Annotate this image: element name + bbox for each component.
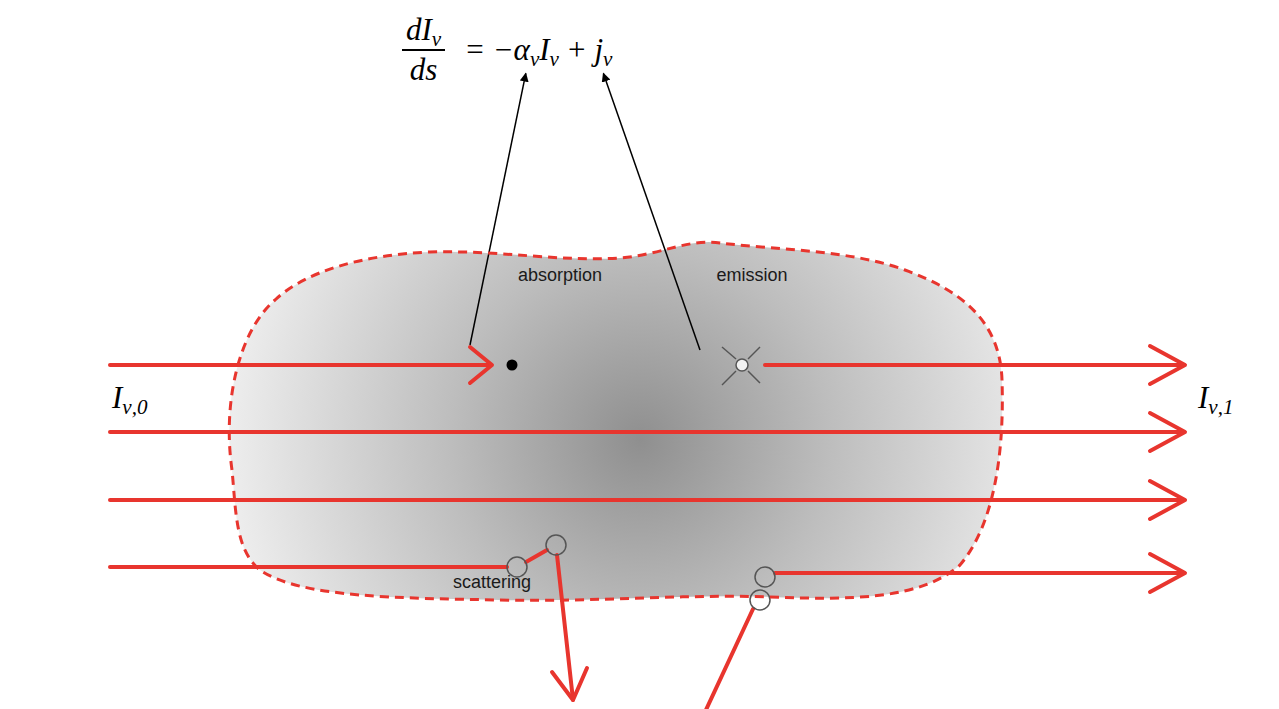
incident-intensity: Iν,0 xyxy=(112,380,148,416)
outgoing-intensity: Iν,1 xyxy=(1198,380,1234,416)
equation-equals: = xyxy=(466,32,483,68)
scattered-ray xyxy=(775,571,1183,575)
emitter-particle xyxy=(736,359,748,371)
emission-label: emission xyxy=(716,265,787,287)
arrow-head xyxy=(552,668,587,700)
arrow-head xyxy=(1150,346,1185,384)
equation-denominator: ds xyxy=(406,51,442,88)
through-ray xyxy=(110,430,1183,434)
equation-numerator: dIν xyxy=(402,12,445,51)
cloud-outline xyxy=(222,232,1008,612)
scattering-label: scattering xyxy=(453,572,531,594)
scattered-ray xyxy=(526,550,547,562)
emitter-ray xyxy=(748,347,760,359)
equation-plus: + xyxy=(568,32,585,68)
absorbed-ray xyxy=(110,363,490,367)
transfer-equation: dIνds = −ανIν+jν xyxy=(402,12,612,87)
arrow-head xyxy=(1150,554,1185,592)
cloud-fill xyxy=(229,242,1002,600)
scattered-ray xyxy=(110,565,507,569)
scattered-ray xyxy=(705,609,753,709)
absorption-leader xyxy=(470,73,526,345)
through-ray xyxy=(110,498,1183,502)
scatter-particle xyxy=(755,567,775,587)
emitter-ray xyxy=(722,347,736,359)
cloud-border xyxy=(229,242,1002,600)
equation-fraction: dIνds xyxy=(402,12,445,87)
emitter-ray xyxy=(748,371,760,383)
emitter-ray xyxy=(722,371,736,385)
arrow-head xyxy=(470,347,492,383)
absorption-term: −ανIν xyxy=(493,32,559,68)
scatter-particle xyxy=(750,590,770,610)
emission-term: jν xyxy=(594,32,612,68)
arrow-head xyxy=(1150,481,1185,519)
scattered-ray xyxy=(557,555,573,700)
emitted-ray xyxy=(765,363,1183,367)
arrow-head xyxy=(1150,413,1185,451)
absorber-dot xyxy=(507,360,518,371)
cloud-region: absorption emission scattering xyxy=(222,232,1008,612)
scatter-particle xyxy=(546,535,566,555)
emission-leader xyxy=(603,73,700,350)
absorption-label: absorption xyxy=(518,265,602,287)
